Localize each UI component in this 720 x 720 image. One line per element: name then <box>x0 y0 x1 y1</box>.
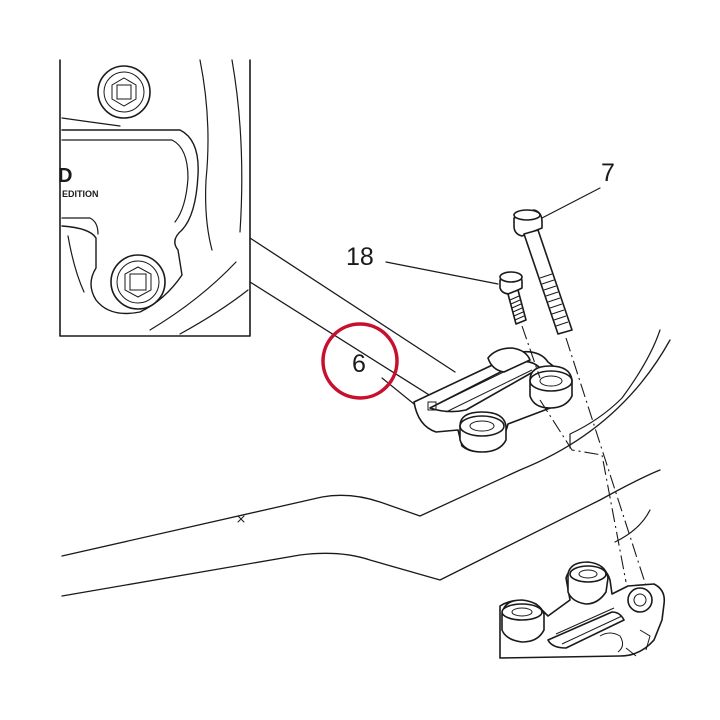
highlight-circle <box>321 322 399 400</box>
assembly-axis-lines <box>521 325 649 593</box>
inset-leader-lines <box>249 237 456 399</box>
callout-6: 6 <box>352 350 415 405</box>
inset-logo-fragment: D <box>58 165 72 187</box>
lower-triple-clamp <box>499 561 666 659</box>
part-18-short-bolt <box>499 271 527 325</box>
callout-18: 18 <box>346 243 499 285</box>
callout-6-label: 6 <box>352 350 366 378</box>
inset-edition-text: EDITION <box>62 189 99 199</box>
part-6-riser-clamp <box>413 347 573 453</box>
callout-18-label: 18 <box>346 243 374 271</box>
inset-detail-view: D EDITION <box>58 59 251 337</box>
callout-7: 7 <box>541 159 615 219</box>
inset-upper-bolt-icon <box>97 65 151 119</box>
part-7-long-bolt <box>513 209 573 335</box>
inset-lower-bolt-icon <box>110 254 166 310</box>
callout-7-label: 7 <box>601 159 615 187</box>
background-frame-outlines <box>61 329 671 597</box>
